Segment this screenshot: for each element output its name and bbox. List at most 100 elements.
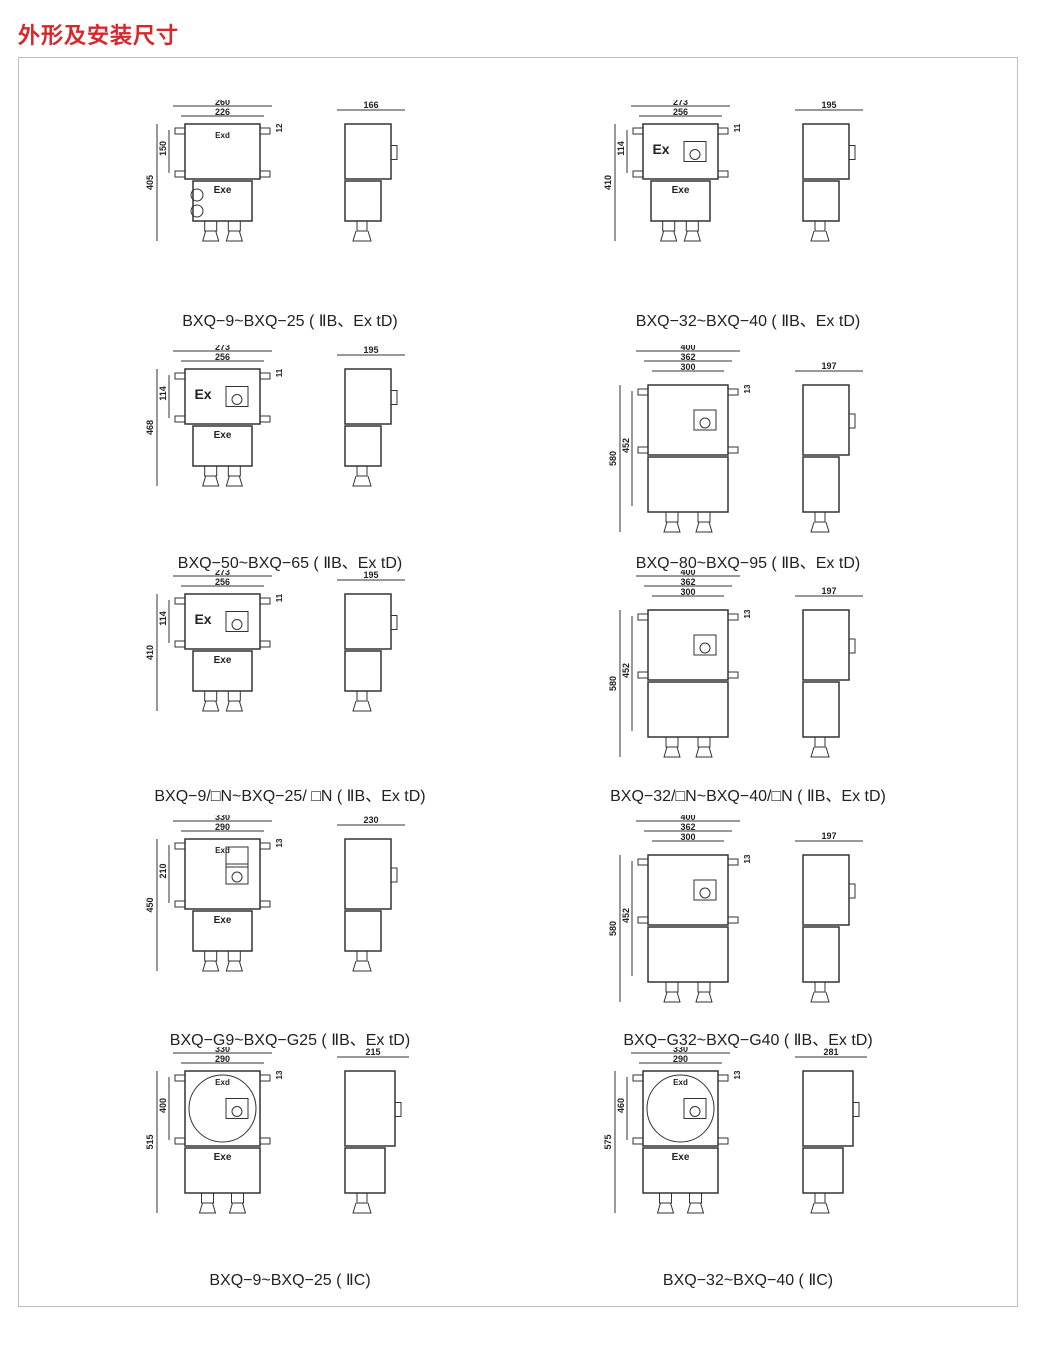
side-gland-nut [352,960,372,972]
upper-enclosure [184,1070,261,1147]
mounting-lug [727,613,739,621]
width-dimension-label: 330 [215,815,230,822]
mounting-lug [637,916,649,924]
width-dimension-label: 290 [673,1054,688,1064]
side-upper [802,384,850,456]
round-cover [188,1074,257,1143]
offset-dimension-label: 11 [275,593,284,602]
side-depth-label: 195 [363,570,378,580]
total-height-label: 410 [603,175,613,190]
mounting-lug [632,1137,644,1145]
rotary-switch [225,1098,249,1119]
mounting-lug [717,1137,729,1145]
width-dimension-label: 260 [215,100,230,107]
side-upper [344,1070,396,1147]
cable-gland [697,511,711,523]
width-dimension-label: 273 [673,100,688,107]
mounting-lug [637,858,649,866]
mounting-lug [632,127,644,135]
width-dimension-label: 400 [680,815,695,822]
inner-height-label: 114 [158,386,168,401]
mounting-lug [174,842,186,850]
width-dimension-label: 330 [215,1047,230,1054]
lower-enclosure [647,681,729,738]
cable-gland [227,220,241,232]
side-gland [814,981,826,993]
model-caption: BXQ−50~BXQ−65 ( ⅡB、Ex tD) [177,555,403,572]
side-gland-nut [810,521,830,533]
offset-dimension-label: 13 [275,838,284,847]
mounting-lug [259,1137,271,1145]
cable-gland-nut [225,475,243,487]
side-gland [814,511,826,523]
mounting-lug [637,671,649,679]
cable-gland-nut [228,1202,247,1214]
side-gland [356,950,368,962]
side-lower [344,910,382,952]
cable-gland [689,1192,702,1204]
mounting-lug [632,1074,644,1082]
model-caption: BXQ−32~BXQ−40 ( ⅡC) [662,1272,834,1289]
width-dimension-label: 362 [680,352,695,362]
switch-knob [699,887,711,899]
side-knob [390,615,398,630]
side-gland-nut [810,746,830,758]
upper-enclosure [184,368,261,425]
offset-dimension-label: 12 [275,123,284,132]
mounting-lug [174,127,186,135]
side-knob [390,867,398,883]
side-lower [344,650,382,692]
lower-zone-label: Exe [214,1152,232,1163]
rotary-switch [693,879,717,901]
lower-zone-label: Exe [672,185,690,196]
inner-height-label: 452 [621,663,631,678]
upper-zone-label: Exd [215,846,230,855]
cable-gland-nut [695,746,713,758]
side-lower [802,1147,844,1194]
mounting-lug [259,170,271,178]
inner-height-label: 114 [616,141,626,156]
cable-gland-nut [198,1202,217,1214]
side-gland [356,1192,368,1204]
mounting-lug [174,597,186,605]
lower-zone-label: Exe [214,430,232,441]
side-gland [814,220,826,232]
mounting-lug [259,900,271,908]
side-gland [356,690,368,702]
upper-enclosure [647,854,729,926]
switch-knob [231,394,243,405]
side-upper [344,838,392,910]
upper-zone-label: Ex [194,611,211,627]
side-gland-nut [352,700,372,712]
mounting-lug [174,640,186,648]
width-dimension-label: 290 [215,1054,230,1064]
cable-gland [227,690,241,702]
mounting-lug [727,446,739,454]
cable-gland-nut [695,521,713,533]
cable-gland [665,981,679,993]
drawings-frame [18,57,1018,1307]
total-height-label: 515 [145,1134,155,1149]
rotary-switch [683,141,707,162]
side-knob [394,1102,402,1117]
rotary-switch [225,611,249,632]
side-gland-nut [810,230,830,242]
side-lower [344,1147,386,1194]
model-caption: BXQ−G32~BXQ−G40 ( ⅡB、Ex tD) [623,1032,873,1049]
lower-enclosure [647,926,729,983]
side-upper [802,854,850,926]
side-upper [802,123,850,180]
switch-knob [689,1106,701,1117]
side-gland [356,220,368,232]
side-lower [802,456,840,513]
lower-zone-label: Exe [672,1152,690,1163]
side-gland [814,736,826,748]
